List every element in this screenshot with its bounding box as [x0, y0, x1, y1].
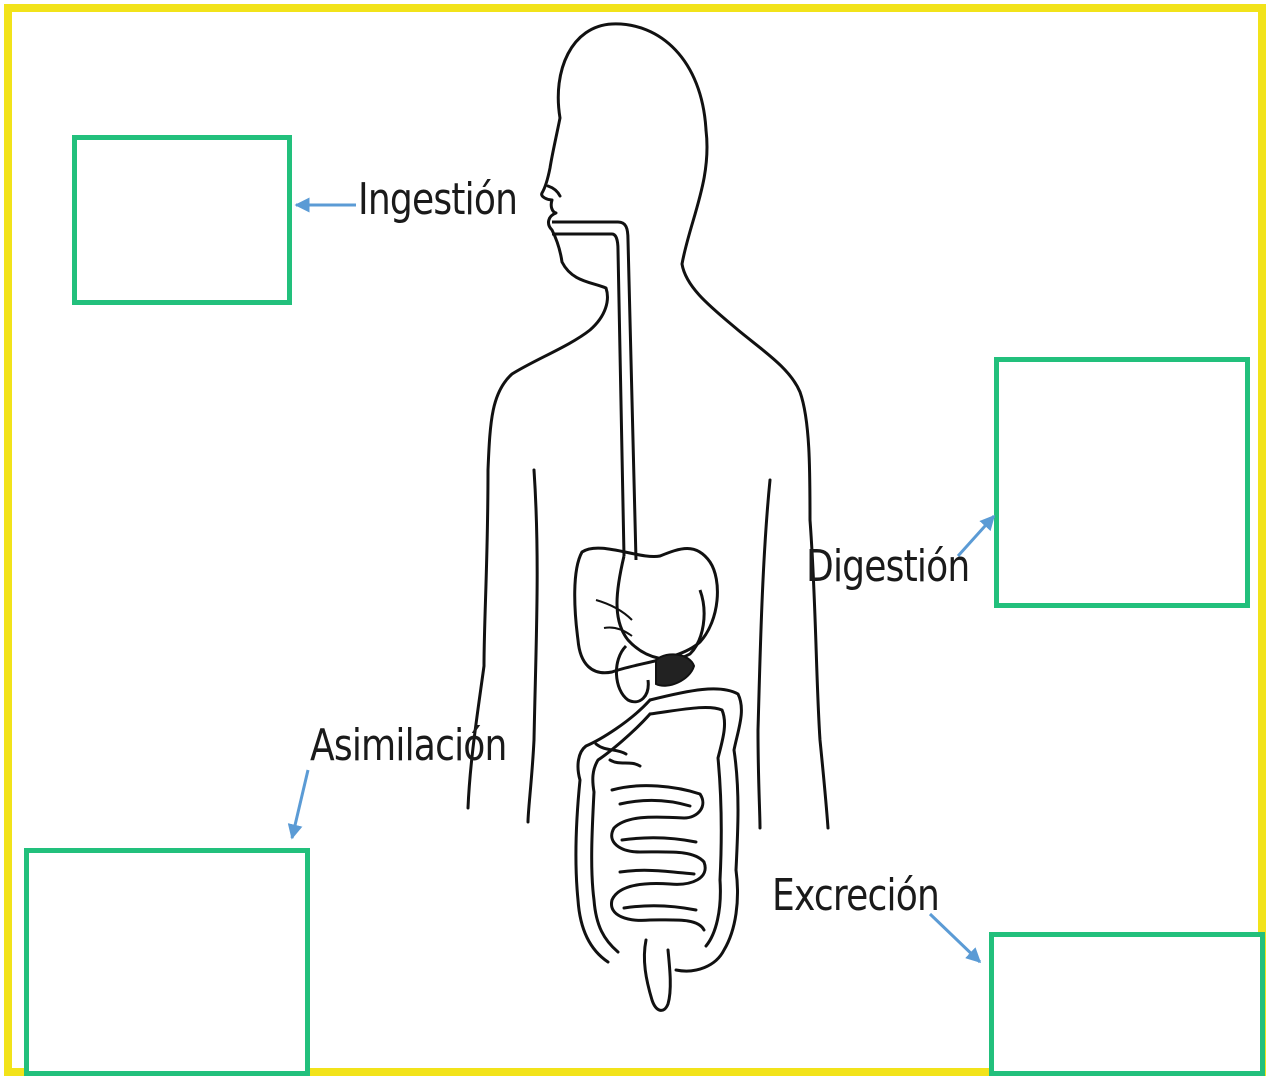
asimilacion-arrow [292, 770, 308, 838]
ingestion-label: Ingestión [358, 178, 517, 222]
small-intestine [611, 786, 705, 1011]
excrecion-arrow [930, 914, 980, 962]
asimilacion-label: Asimilación [310, 724, 507, 768]
gallbladder [616, 646, 648, 702]
large-intestine [576, 689, 742, 971]
arm-inner-right [758, 480, 770, 828]
mouth-detail [548, 186, 560, 196]
stomach [617, 556, 704, 659]
esophagus [552, 222, 636, 560]
arm-inner-left [528, 470, 537, 822]
excrecion-label: Excreción [772, 874, 939, 918]
body-outline-right [682, 130, 828, 828]
body-outline [468, 24, 706, 808]
digestion-label: Digestión [806, 545, 969, 589]
pancreas [656, 654, 694, 685]
